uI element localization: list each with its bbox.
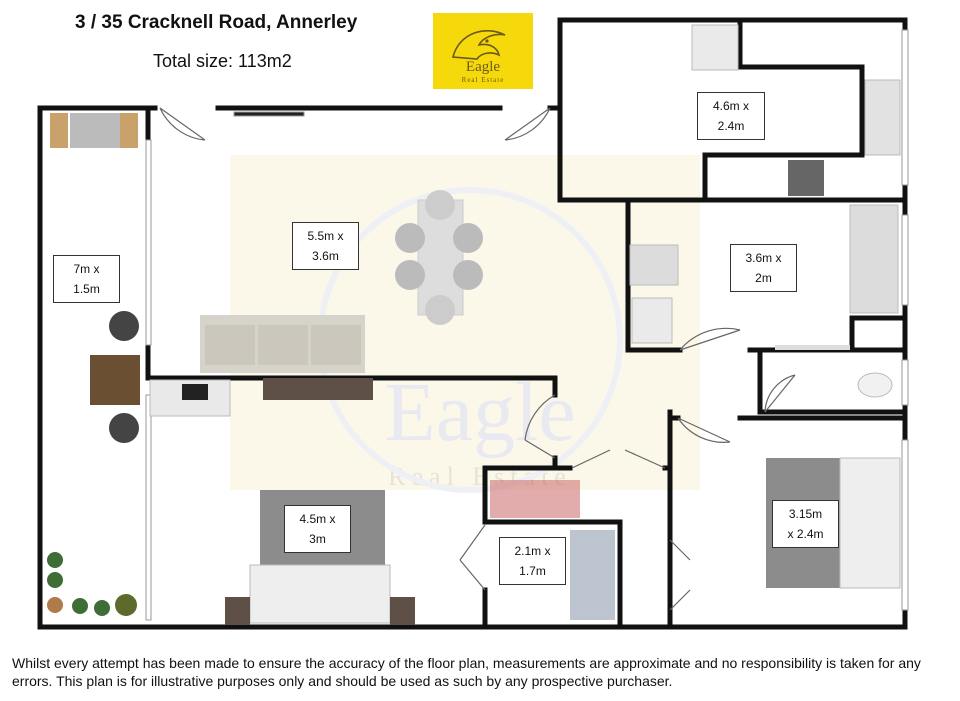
eagle-logo: Eagle Real Estate xyxy=(433,13,533,89)
plan-title: 3 / 35 Cracknell Road, Annerley xyxy=(75,12,358,33)
room-label-kitchen: 4.6m x 2.4m xyxy=(697,92,765,140)
room-label-walk-in-robe: 2.1m x 1.7m xyxy=(499,537,566,585)
eagle-head-icon xyxy=(451,30,506,60)
room-label-bedroom-main: 4.5m x 3m xyxy=(284,505,351,553)
windows xyxy=(145,29,909,621)
walls xyxy=(37,17,908,630)
room-label-living: 5.5m x 3.6m xyxy=(292,222,359,270)
doors xyxy=(159,107,796,611)
logo-tagline: Real Estate xyxy=(461,76,505,84)
room-label-bedroom-second: 3.15m x 2.4m xyxy=(772,500,839,548)
watermark-text: Eagle xyxy=(384,366,575,459)
room-label-balcony: 7m x 1.5m xyxy=(53,255,120,303)
room-label-bathroom: 3.6m x 2m xyxy=(730,244,797,292)
disclaimer: Whilst every attempt has been made to en… xyxy=(12,655,921,689)
logo-name: Eagle xyxy=(465,59,501,75)
total-size: Total size: 113m2 xyxy=(153,51,292,71)
